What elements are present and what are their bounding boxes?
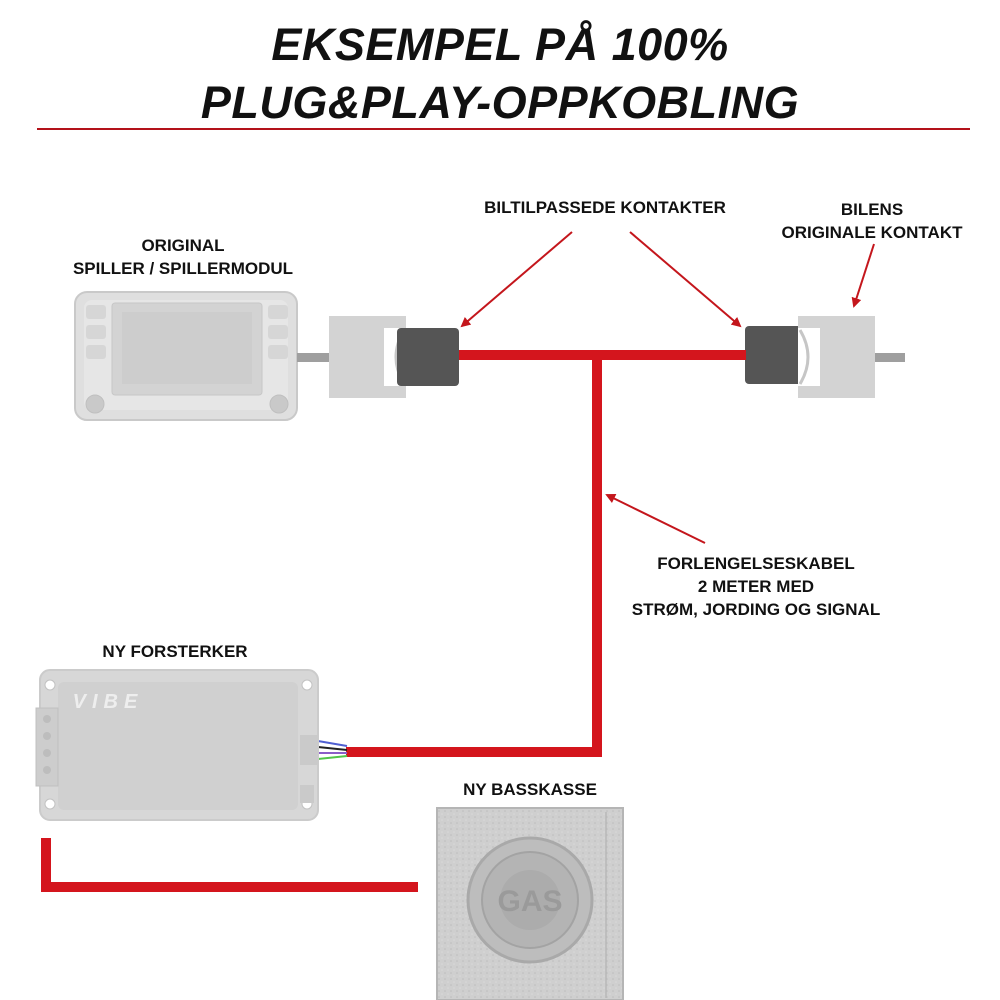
left-dark-connector	[397, 328, 459, 386]
speaker-cable-vertical	[41, 838, 51, 890]
arrow-to-extension-cable	[605, 494, 706, 544]
cable-to-amplifier	[346, 747, 602, 757]
label-extension-cable-line1: FORLENGELSESKABEL	[657, 554, 855, 573]
label-original-player: ORIGINAL SPILLER / SPILLERMODUL	[57, 234, 309, 280]
head-unit-wire	[297, 353, 330, 362]
amplifier-brand-logo: VIBE	[73, 691, 144, 713]
amplifier-input-wires	[317, 740, 348, 760]
speaker-cable-horizontal	[41, 882, 418, 892]
subwoofer-brand-logo: GAS	[497, 885, 562, 918]
label-car-original-connector: BILENS ORIGINALE KONTAKT	[762, 198, 982, 244]
cable-vertical	[592, 350, 602, 757]
label-car-original-connector-line1: BILENS	[840, 200, 904, 219]
arrow-to-left-connector	[460, 231, 573, 328]
label-original-player-line1: ORIGINAL	[141, 236, 225, 255]
car-wire	[875, 353, 905, 362]
label-extension-cable-line2: 2 METER MED	[697, 577, 815, 596]
label-new-subwoofer-box: NY BASSKASSE	[463, 780, 597, 799]
arrow-to-right-connector	[629, 231, 742, 328]
left-light-connector	[329, 316, 406, 398]
label-new-amplifier: NY FORSTERKER	[102, 642, 248, 661]
right-light-connector	[798, 316, 875, 398]
arrow-to-car-connector	[851, 243, 875, 308]
label-car-connectors: BILTILPASSEDE KONTAKTER	[484, 198, 726, 217]
subwoofer-box: GAS	[436, 807, 624, 1000]
cable-horizontal	[459, 350, 746, 360]
amplifier: VIBE	[35, 669, 319, 821]
right-dark-connector	[745, 326, 807, 384]
label-extension-cable: FORLENGELSESKABEL 2 METER MED STRØM, JOR…	[610, 552, 902, 621]
label-original-player-line2: SPILLER / SPILLERMODUL	[72, 259, 294, 278]
title-line-1: EKSEMPEL PÅ 100%	[271, 19, 729, 70]
original-head-unit	[74, 291, 298, 421]
label-extension-cable-line3: STRØM, JORDING OG SIGNAL	[631, 600, 881, 619]
title-line-2: PLUG&PLAY-OPPKOBLING	[200, 77, 800, 128]
label-car-original-connector-line2: ORIGINALE KONTAKT	[781, 223, 963, 242]
